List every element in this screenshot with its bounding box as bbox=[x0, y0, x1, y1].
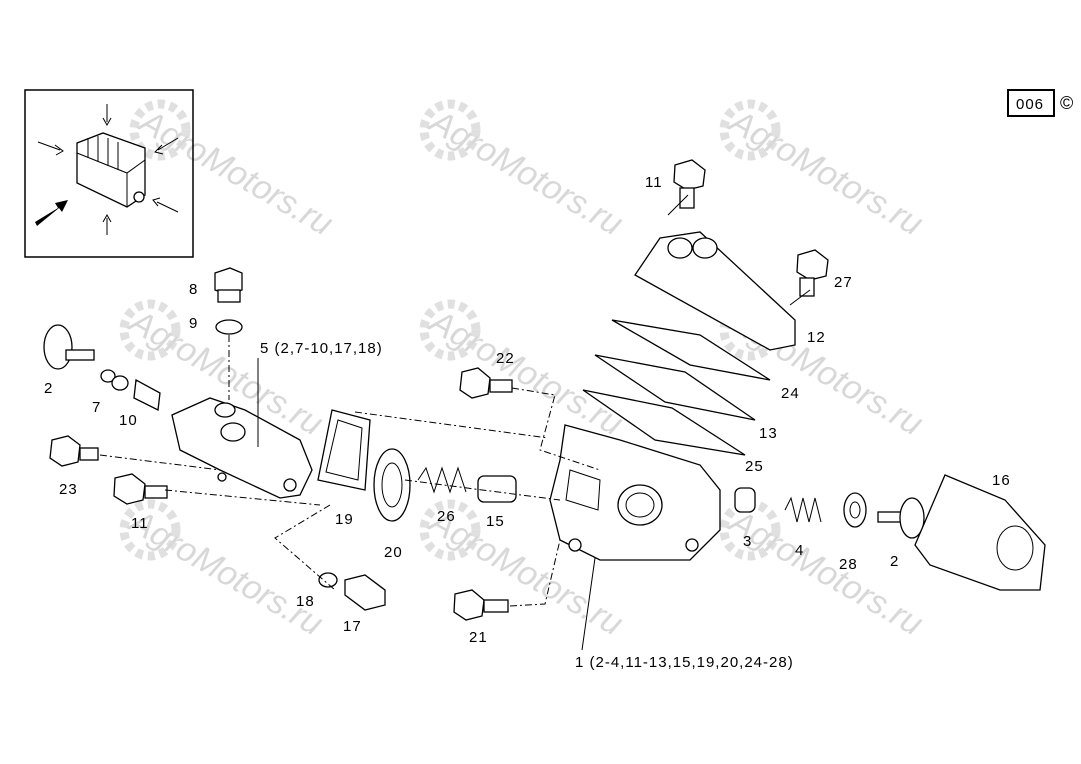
callout-15: 15 bbox=[486, 513, 505, 530]
callout-2-right: 2 bbox=[890, 553, 899, 570]
callout-10: 10 bbox=[119, 412, 138, 429]
svg-text:AgroMotors.ru: AgroMotors.ru bbox=[722, 502, 929, 644]
callout-3: 3 bbox=[743, 533, 752, 550]
callout-25: 25 bbox=[745, 458, 764, 475]
callout-18: 18 bbox=[296, 593, 315, 610]
callout-12: 12 bbox=[807, 329, 826, 346]
svg-text:AgroMotors.ru: AgroMotors.ru bbox=[722, 102, 929, 244]
callout-4: 4 bbox=[795, 542, 804, 559]
view-arrow-icon bbox=[35, 200, 68, 226]
callout-16: 16 bbox=[992, 472, 1011, 489]
gasket-16 bbox=[914, 474, 1046, 591]
page-code: 006 bbox=[1016, 96, 1044, 113]
watermark-layer: AgroMotors.ru AgroMotors.ru AgroMotors.r… bbox=[119, 99, 929, 644]
callout-11-lower: 11 bbox=[131, 515, 149, 532]
callout-13: 13 bbox=[759, 425, 778, 442]
callouts: 11 27 12 24 13 25 16 8 9 5 (2,7-10,17,18… bbox=[44, 174, 1011, 671]
callout-22: 22 bbox=[496, 350, 515, 367]
parts bbox=[43, 159, 1046, 621]
callout-5: 5 (2,7-10,17,18) bbox=[260, 340, 383, 357]
svg-text:AgroMotors.ru: AgroMotors.ru bbox=[422, 102, 629, 244]
callout-1: 1 (2-4,11-13,15,19,20,24-28) bbox=[575, 654, 794, 671]
callout-24: 24 bbox=[781, 385, 800, 402]
callout-28: 28 bbox=[839, 556, 858, 573]
callout-20: 20 bbox=[384, 544, 403, 561]
callout-8: 8 bbox=[189, 281, 198, 298]
callout-23: 23 bbox=[59, 481, 78, 498]
svg-text:AgroMotors.ru: AgroMotors.ru bbox=[132, 102, 339, 244]
callout-7: 7 bbox=[92, 399, 101, 416]
leader-lines bbox=[99, 194, 811, 651]
callout-27: 27 bbox=[834, 274, 853, 291]
page-code-box bbox=[1007, 89, 1055, 117]
locator-inset bbox=[24, 89, 194, 258]
callout-9: 9 bbox=[189, 315, 198, 332]
callout-21: 21 bbox=[469, 629, 488, 646]
callout-26: 26 bbox=[437, 508, 456, 525]
callout-11: 11 bbox=[645, 174, 663, 191]
copyright-icon: © bbox=[1060, 93, 1073, 113]
callout-19: 19 bbox=[335, 511, 354, 528]
callout-2: 2 bbox=[44, 380, 53, 397]
svg-text:AgroMotors.ru: AgroMotors.ru bbox=[422, 302, 629, 444]
svg-text:AgroMotors.ru: AgroMotors.ru bbox=[122, 502, 329, 644]
callout-17: 17 bbox=[343, 618, 362, 635]
